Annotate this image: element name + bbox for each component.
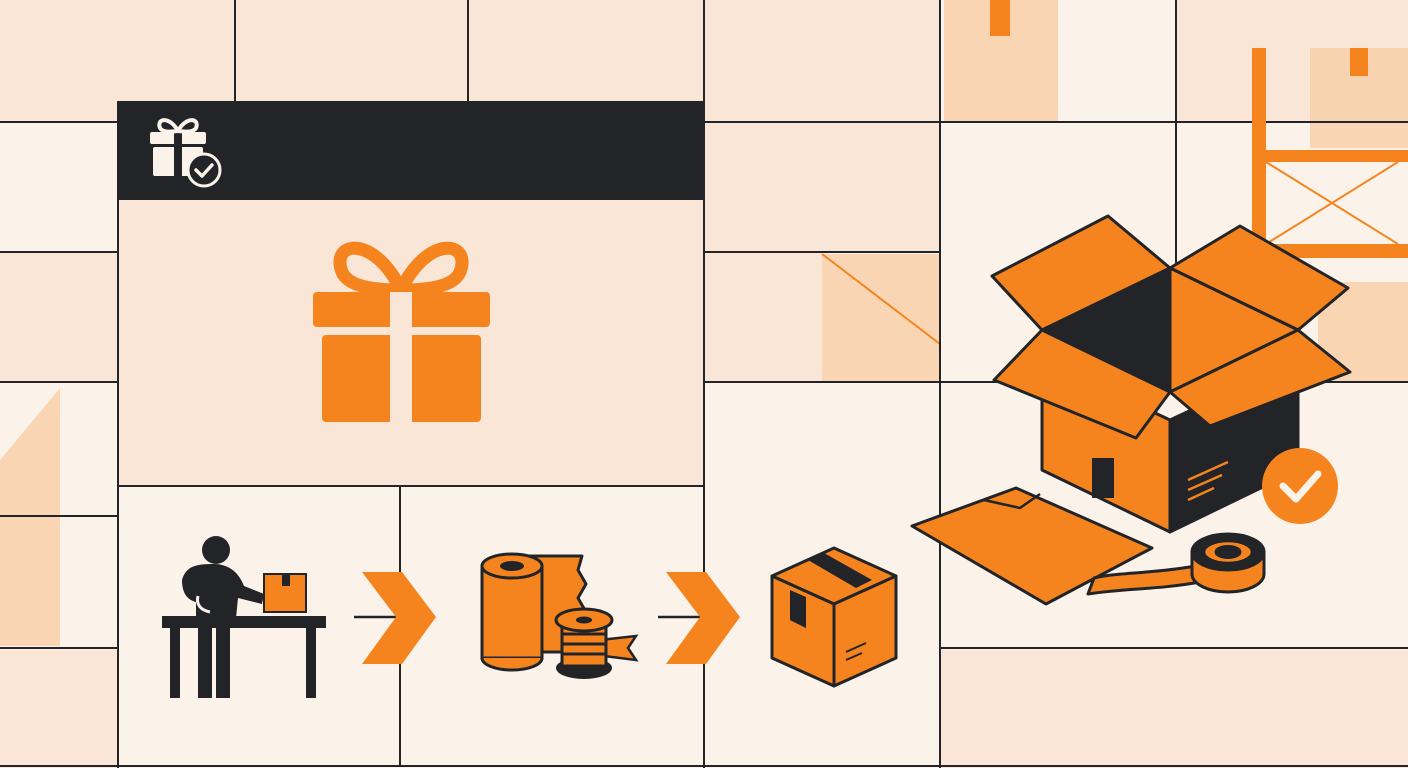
background-tape-marks xyxy=(990,0,1368,76)
process-row xyxy=(117,485,898,767)
gift-icon xyxy=(313,241,490,422)
card-header-bar xyxy=(118,102,704,200)
arrow-right-icon xyxy=(658,572,740,664)
sealed-box-icon xyxy=(770,546,898,688)
wrapping-paper-and-ribbon-icon xyxy=(480,552,639,679)
person-packing-icon xyxy=(162,536,326,698)
tape-roll-icon xyxy=(1086,532,1266,596)
gift-check-icon xyxy=(150,118,222,188)
gift-card-panel xyxy=(117,101,705,487)
open-box-icon xyxy=(990,214,1352,534)
check-circle-icon xyxy=(1262,448,1338,524)
arrow-right-icon xyxy=(354,572,436,664)
background-diagonal xyxy=(821,253,941,345)
flat-cardboard-icon xyxy=(910,486,1154,606)
